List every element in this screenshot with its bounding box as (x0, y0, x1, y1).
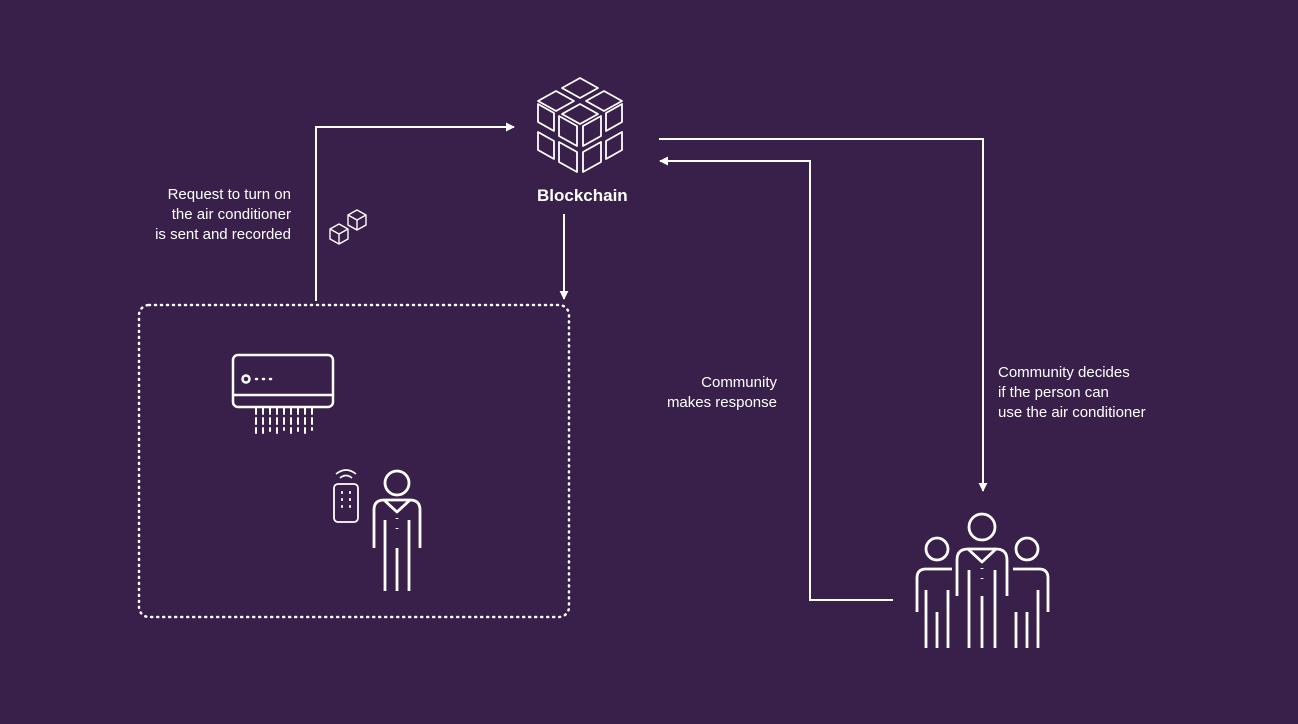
decision-line-1: Community decides (998, 364, 1130, 381)
request-line-1: Request to turn on (167, 186, 291, 203)
request-text: Request to turn on the air conditioner i… (120, 185, 291, 245)
air-conditioner-icon (231, 353, 335, 434)
decision-arrow (659, 138, 988, 492)
decision-line-3: use the air conditioner (998, 404, 1146, 421)
blockchain-label: Blockchain (537, 186, 628, 205)
decision-line-2: if the person can (998, 384, 1109, 401)
response-arrow (659, 156, 893, 601)
small-blocks-icon (329, 209, 367, 245)
community-group-icon (915, 512, 1050, 648)
request-arrow (315, 122, 515, 301)
response-line-1: Community (701, 374, 777, 391)
remote-control-icon (333, 469, 359, 523)
decision-text: Community decides if the person can use … (998, 363, 1146, 423)
home-boundary (137, 303, 571, 619)
response-line-2: makes response (666, 394, 777, 411)
request-line-2: the air conditioner (171, 206, 291, 223)
person-icon (372, 469, 422, 591)
request-line-3: is sent and recorded (155, 226, 291, 243)
cube-cluster-icon (537, 77, 623, 173)
response-text: Community makes response (620, 373, 777, 413)
